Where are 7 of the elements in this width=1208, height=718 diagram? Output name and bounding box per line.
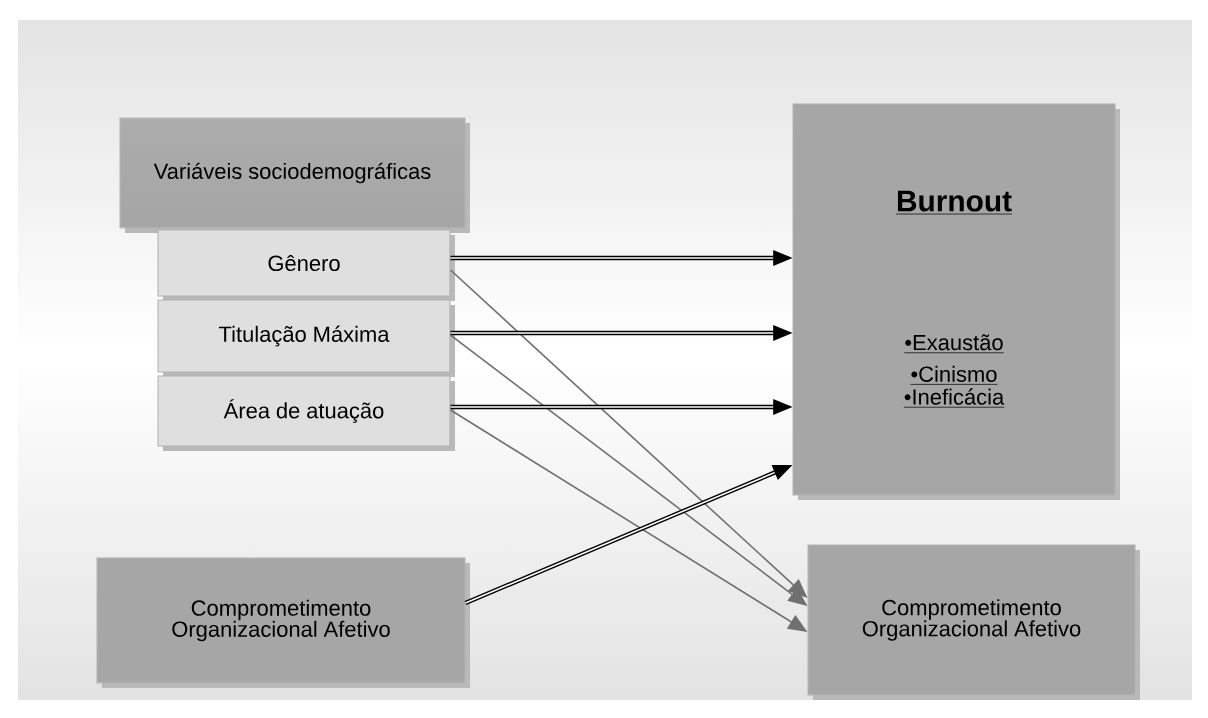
- process-box: Comprometimento Organizacional Afetivo: [96, 557, 470, 688]
- process-box: Gênero: [157, 229, 455, 301]
- process-box: Comprometimento Organizacional Afetivo: [807, 544, 1140, 700]
- process-box: Área de atuação: [157, 375, 455, 451]
- process-box: Titulação Máxima: [157, 299, 455, 377]
- process-box: Variáveis sociodemográficas: [119, 117, 470, 233]
- outcome-box: Burnout •Exaustão •Cinismo •Ineficácia: [792, 103, 1120, 500]
